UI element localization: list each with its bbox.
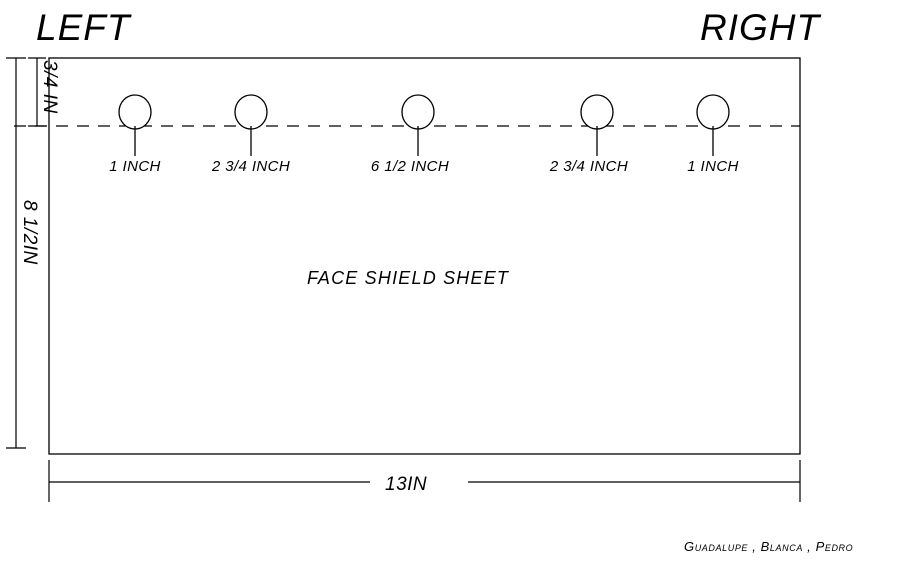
dimension-top-offset-label: 3/4 IN [39, 60, 60, 114]
dimension-height-label: 8 1/2IN [19, 200, 40, 265]
hole-1-label: 1 INCH [109, 158, 161, 175]
title-right: RIGHT [700, 7, 822, 48]
hole-2-label: 2 3/4 INCH [211, 158, 290, 175]
hole-2 [234, 94, 268, 130]
hole-3 [401, 94, 435, 130]
hole-5-label: 1 INCH [687, 158, 739, 175]
title-left: LEFT [36, 7, 132, 48]
face-shield-sheet-label: FACE SHIELD SHEET [307, 268, 510, 288]
hole-5 [696, 94, 730, 130]
face-shield-sheet-outline [48, 57, 801, 455]
hole-4-label: 2 3/4 INCH [549, 158, 628, 175]
hole-3-label: 6 1/2 INCH [371, 158, 449, 175]
hole-4 [580, 94, 614, 130]
dimension-width-label: 13IN [385, 474, 427, 495]
authors-credit: Guadalupe , Blanca , Pedro [684, 539, 853, 554]
hole-1 [118, 94, 152, 130]
